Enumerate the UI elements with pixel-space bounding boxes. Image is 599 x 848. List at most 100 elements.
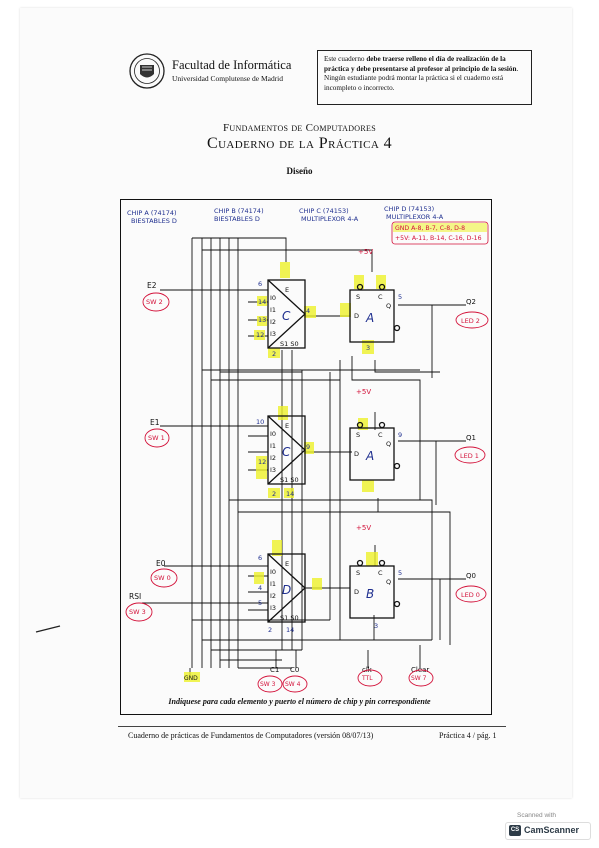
- camscanner-brand: CamScanner: [524, 825, 580, 835]
- mux3-i3: I3: [270, 604, 276, 612]
- ff3-letter: B: [366, 587, 374, 601]
- ff3-s: S: [356, 569, 360, 577]
- mux3-i0: I0: [270, 568, 276, 576]
- scanner-caption: Scanned with: [517, 812, 557, 819]
- chip-c-label: CHIP C (74153): [299, 207, 349, 215]
- university-name: Universidad Complutense de Madrid: [172, 74, 284, 83]
- mux2-i3: I3: [270, 466, 276, 474]
- footer-left: Cuaderno de prácticas de Fundamentos de …: [128, 731, 374, 740]
- ff1-c: C: [378, 293, 383, 301]
- ff3-c: C: [378, 569, 383, 577]
- notice-box: Este cuaderno debe traerse relleno el dí…: [317, 50, 532, 105]
- mux2-sel-pin-b: 14: [286, 490, 294, 498]
- q2-label: Q2: [466, 298, 476, 306]
- mux1-sel-pin-a: 2: [272, 350, 276, 358]
- mux1-i2: I2: [270, 318, 276, 326]
- mux1-e-label: E: [285, 286, 289, 294]
- section-heading: Diseño: [286, 166, 313, 176]
- mux2-i1: I1: [270, 442, 276, 450]
- ff3-q: Q: [386, 578, 391, 586]
- mux3-sel: S1 S0: [280, 614, 299, 622]
- clk-source: TTL: [361, 675, 373, 682]
- mux1-enable-pin: 6: [258, 280, 262, 288]
- footer-rule: [118, 726, 506, 727]
- mux3-pin-b: 4: [258, 584, 262, 592]
- ff3-out-pin: 5: [398, 569, 402, 577]
- ff2-letter: A: [365, 449, 374, 463]
- mux2-out-pin: 9: [306, 443, 310, 451]
- ff1-d: D: [354, 312, 359, 320]
- mux3-sel-pin-a: 2: [268, 626, 272, 634]
- mux1-out-pin: 4: [306, 307, 310, 315]
- power-note-vcc: +5V: A-11, B-14, C-16, D-16: [395, 235, 482, 242]
- mux3-i2: I2: [270, 592, 276, 600]
- chip-d-desc: MULTIPLEXOR 4-A: [386, 213, 444, 221]
- input-e1: E1: [150, 418, 160, 427]
- flipflop-b-bottom: [349, 565, 395, 619]
- flipflop-a-middle: [349, 427, 395, 481]
- led0-circle: [455, 585, 487, 603]
- pen-mark: [35, 625, 61, 633]
- gnd-label: GND: [184, 675, 198, 682]
- ff3-d: D: [354, 588, 359, 596]
- led0-label: LED 0: [461, 591, 480, 599]
- mux2-sel-pin-a: 2: [272, 490, 276, 498]
- footer-right: Práctica 4 / pág. 1: [439, 731, 497, 740]
- ff2-vcc: +5V: [356, 388, 371, 396]
- ff1-letter: A: [365, 311, 374, 325]
- chip-a-label: CHIP A (74174): [127, 209, 177, 217]
- camscanner-badge: CS CamScanner: [505, 822, 591, 840]
- mux1-pin-c: 12: [256, 331, 264, 339]
- led2-circle: [455, 311, 489, 329]
- mux3-enable-pin: 6: [258, 554, 262, 562]
- mux1-i3: I3: [270, 330, 276, 338]
- ff2-s: S: [356, 431, 360, 439]
- input-rsi: RSI: [129, 592, 141, 601]
- q1-label: Q1: [466, 434, 476, 442]
- c0-label: C0: [290, 666, 299, 674]
- mux3-i1: I1: [270, 580, 276, 588]
- page-title: Cuaderno de la Práctica 4: [207, 135, 392, 152]
- mux1-pin-a: 14: [258, 298, 266, 306]
- ff2-out-pin: 9: [398, 431, 402, 439]
- faculty-name: Facultad de Informática: [172, 58, 292, 72]
- ff1-out-pin: 5: [398, 293, 402, 301]
- led1-label: LED 1: [460, 452, 479, 460]
- mux1-pin-b: 13: [258, 316, 266, 324]
- notice-part2: . Ningún estudiante podrá montar la prác…: [324, 64, 519, 92]
- ff2-d: D: [354, 450, 359, 458]
- input-sw3: SW 3: [129, 608, 146, 616]
- ff1-s: S: [356, 293, 360, 301]
- notice-bold: debe traerse relleno el día de realizaci…: [324, 55, 517, 73]
- instruction-text: Indíquese para cada elemento y puerto el…: [168, 697, 431, 706]
- chip-b-desc: BIESTABLES D: [214, 215, 260, 223]
- mux1-sel: S1 S0: [280, 340, 299, 348]
- led1-circle: [454, 446, 486, 464]
- ff3-clk-pin: 3: [374, 622, 378, 630]
- ff2-q: Q: [386, 440, 391, 448]
- ff3-vcc: +5V: [356, 524, 371, 532]
- mux2-e-label: E: [285, 422, 289, 430]
- mux2-enable-pin: 10: [256, 418, 264, 426]
- c1-label: C1: [270, 666, 279, 674]
- ff1-clk-pin: 3: [366, 344, 370, 352]
- clear-switch: SW 7: [411, 675, 427, 682]
- mux3-sel-pin-b: 14: [286, 626, 294, 634]
- input-sw0: SW 0: [154, 574, 171, 582]
- highlight-marks: [184, 262, 386, 682]
- chip-a-desc: BIESTABLES D: [131, 217, 177, 225]
- mux2-i0: I0: [270, 430, 276, 438]
- c0-switch: SW 4: [285, 681, 301, 688]
- ff1-q: Q: [386, 302, 391, 310]
- mux1-letter: C: [282, 309, 291, 323]
- mux2-i2: I2: [270, 454, 276, 462]
- mux2-pin-c: 12: [258, 458, 266, 466]
- university-seal-icon: [129, 53, 165, 89]
- flipflop-a-top: [349, 289, 395, 343]
- mux3-pin-c: 5: [258, 599, 262, 607]
- input-e2: E2: [147, 281, 157, 290]
- ff2-c: C: [378, 431, 383, 439]
- course-title: Fundamentos de Computadores: [223, 122, 376, 134]
- notice-part1: Este cuaderno: [324, 55, 367, 63]
